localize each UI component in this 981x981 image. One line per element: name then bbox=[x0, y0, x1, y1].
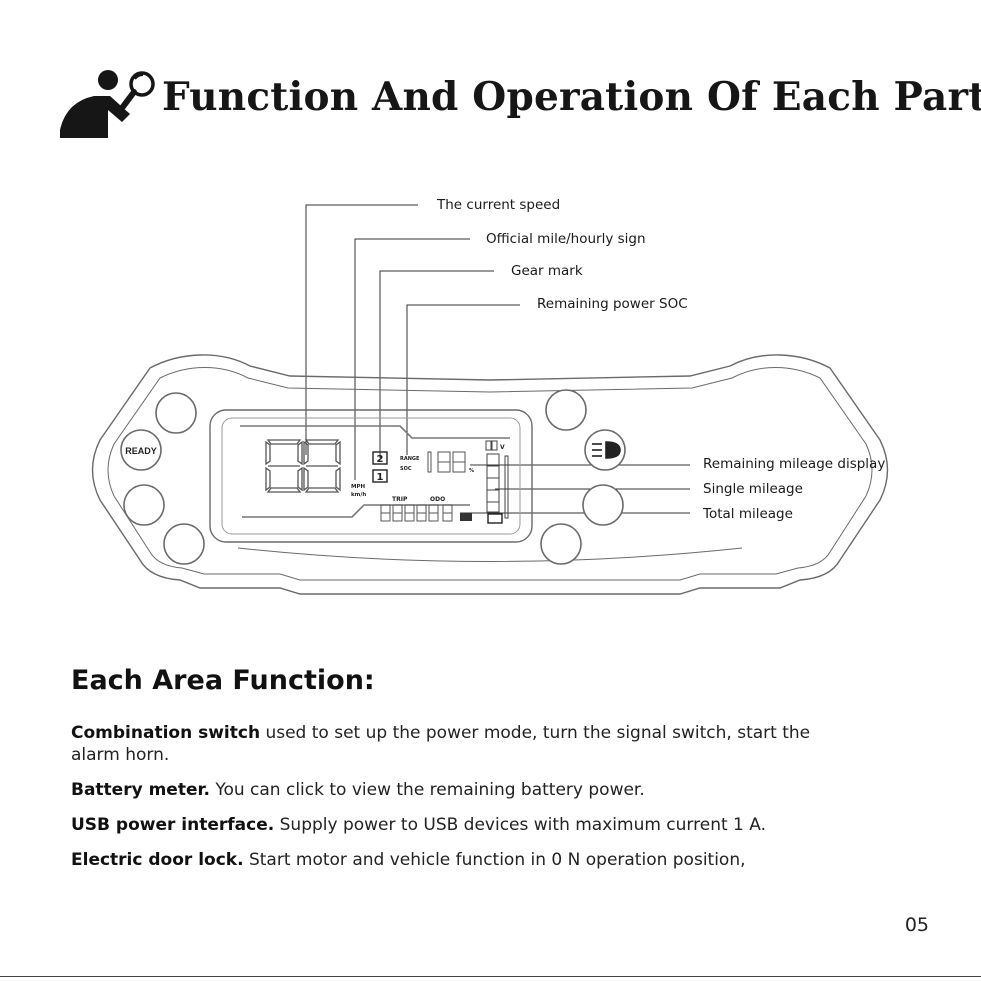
item-electric-door-lock: Electric door lock. Start motor and vehi… bbox=[71, 849, 891, 871]
item-term: Electric door lock. bbox=[71, 850, 244, 870]
voltage-digits bbox=[485, 440, 498, 451]
battery-icon bbox=[487, 513, 503, 524]
range-label: RANGE bbox=[400, 456, 420, 462]
item-battery-meter: Battery meter. You can click to view the… bbox=[71, 779, 891, 801]
kmh-label: km/h bbox=[351, 492, 366, 498]
ready-button bbox=[120, 429, 162, 471]
right-middle-button bbox=[582, 484, 624, 526]
right-bottom-button bbox=[540, 523, 582, 565]
callout-remaining-mileage: Remaining mileage display bbox=[703, 456, 886, 472]
side-buttons bbox=[120, 389, 626, 565]
callout-single-mileage: Single mileage bbox=[703, 481, 803, 497]
dashboard-housing bbox=[91, 354, 889, 595]
callout-mile-hourly-sign: Official mile/hourly sign bbox=[486, 231, 646, 247]
screen-bezel bbox=[209, 409, 533, 543]
section-heading: Each Area Function: bbox=[71, 665, 375, 696]
screen bbox=[221, 417, 521, 535]
item-usb-power: USB power interface. Supply power to USB… bbox=[71, 814, 891, 836]
item-term: Battery meter. bbox=[71, 780, 210, 800]
item-text: used to set up the power mode, turn the … bbox=[71, 723, 811, 765]
right-top-button bbox=[545, 389, 587, 431]
mileage-digits bbox=[380, 504, 453, 522]
item-text: You can click to view the remaining batt… bbox=[209, 780, 645, 800]
callout-total-mileage: Total mileage bbox=[703, 506, 793, 522]
voltage-label: V bbox=[500, 444, 505, 451]
page-number: 05 bbox=[904, 914, 929, 936]
speed-digits bbox=[265, 439, 341, 493]
ready-label: READY bbox=[125, 446, 157, 456]
item-combination-switch: Combination switch used to set up the po… bbox=[71, 722, 811, 766]
gear-1-box bbox=[372, 469, 388, 483]
callout-lines bbox=[305, 204, 690, 514]
battery-bar bbox=[486, 453, 509, 519]
callout-current-speed: The current speed bbox=[437, 197, 561, 213]
bottom-rule bbox=[0, 976, 981, 977]
item-term: Combination switch bbox=[71, 723, 261, 743]
headlight-button bbox=[584, 429, 626, 471]
left-middle-button bbox=[123, 484, 165, 526]
callout-gear-mark: Gear mark bbox=[511, 263, 583, 279]
dashboard-diagram: READY MPH km/h 2 1 RANGE SOC % V bbox=[91, 204, 889, 595]
person-magnifier-icon bbox=[60, 70, 155, 138]
gear-2-box bbox=[372, 451, 388, 465]
trip-label: TRIP bbox=[392, 496, 408, 503]
headlight-icon bbox=[592, 441, 621, 459]
item-text: Start motor and vehicle function in 0 N … bbox=[243, 850, 746, 870]
soc-digits bbox=[427, 451, 466, 473]
page-title: Function And Operation Of Each Part bbox=[162, 74, 981, 120]
callout-remaining-power-soc: Remaining power SOC bbox=[537, 296, 688, 312]
left-top-button bbox=[155, 392, 197, 434]
gear-2-label: 2 bbox=[377, 454, 384, 465]
item-term: USB power interface. bbox=[71, 815, 275, 835]
percent-label: % bbox=[469, 468, 474, 474]
item-text: Supply power to USB devices with maximum… bbox=[274, 815, 766, 835]
left-bottom-button bbox=[163, 523, 205, 565]
odo-label: ODO bbox=[430, 496, 445, 503]
gear-1-label: 1 bbox=[377, 472, 384, 483]
mph-label: MPH bbox=[351, 484, 366, 490]
soc-label: SOC bbox=[400, 466, 412, 472]
